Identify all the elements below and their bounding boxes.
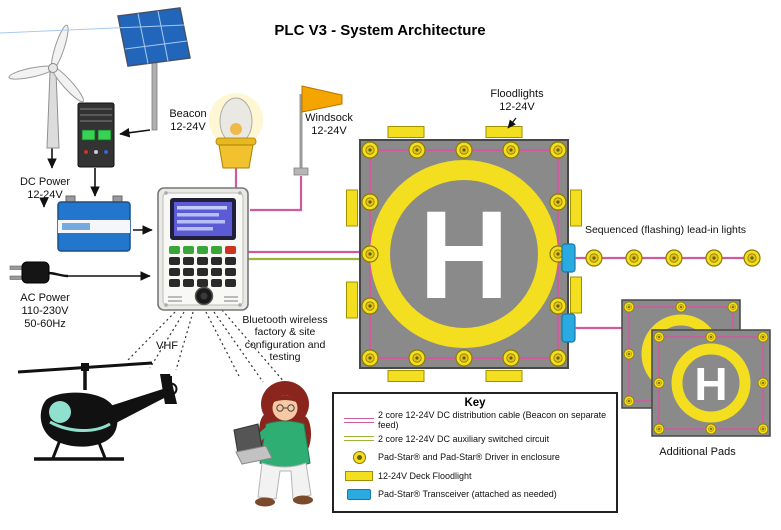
helicopter-illustration [17, 361, 178, 461]
transceiver-2 [561, 313, 576, 343]
floodlights-label: Floodlights 12-24V [490, 88, 544, 113]
deck-floodlight-icon [345, 470, 373, 481]
transceiver-1 [561, 243, 576, 273]
key-row-auxiliary-cable: 2 core 12-24V DC auxiliary switched circ… [340, 430, 610, 449]
key-title: Key [464, 397, 486, 409]
vhf-label: VHF [156, 340, 178, 352]
beacon-label: Beacon 12-24V [169, 108, 207, 133]
key-item-label: 12-24V Deck Floodlight [378, 470, 472, 481]
pad-star-light-icon [352, 450, 366, 464]
battery-illustration [57, 195, 131, 252]
key-row-floodlight: 12-24V Deck Floodlight [340, 467, 610, 486]
page-title: PLC V3 - System Architecture [274, 22, 486, 39]
vhf-dashed-links [125, 311, 194, 371]
wind-turbine-illustration [8, 24, 84, 149]
dc-power-label: DC Power 12-24V [19, 176, 71, 201]
power-flow-arrows [39, 127, 153, 281]
key-item-label: 2 core 12-24V DC auxiliary switched circ… [378, 433, 550, 444]
additional-pads-label: Additional Pads [659, 446, 736, 458]
solar-panel-illustration [0, 7, 191, 131]
helipad-letter: H [419, 186, 509, 325]
distribution-cable-icon [344, 417, 374, 423]
key-item-label: Pad-Star® Transceiver (attached as neede… [378, 489, 557, 500]
windsock-label: Windsock 12-24V [305, 112, 353, 137]
bluetooth-dashed-links [205, 309, 287, 385]
charge-controller-illustration [77, 102, 115, 168]
key-item-label: Pad-Star® and Pad-Star® Driver in enclos… [378, 452, 560, 463]
bluetooth-label: Bluetooth wireless factory & site config… [242, 314, 328, 364]
ac-plug-illustration [9, 261, 50, 284]
helipad-letter-small: H [694, 358, 727, 410]
key-row-distribution-cable: 2 core 12-24V DC distribution cable (Bea… [340, 410, 610, 431]
ac-power-label: AC Power 110-230V 50-60Hz [20, 292, 70, 330]
windsock-illustration [250, 85, 343, 212]
key-row-pad-star: Pad-Star® and Pad-Star® Driver in enclos… [340, 448, 610, 467]
beacon-illustration [209, 93, 263, 188]
auxiliary-cable-icon [344, 436, 374, 442]
plc-to-pad-cables [248, 250, 372, 261]
lead-in-lights-group [575, 249, 761, 267]
additional-pads-group: H H [575, 299, 771, 437]
plc-keypad [169, 246, 236, 287]
helipad-circle [370, 160, 558, 348]
transceiver-icon [347, 488, 371, 500]
helipad-main: H [346, 126, 582, 382]
windsock-cable [250, 176, 303, 212]
plc-controller-illustration [157, 187, 249, 311]
key-item-label: 2 core 12-24V DC distribution cable (Bea… [378, 410, 607, 431]
additional-pad-front: H [651, 329, 771, 437]
key-row-transceiver: Pad-Star® Transceiver (attached as neede… [340, 485, 610, 504]
key-legend: Key 2 core 12-24V DC distribution cable … [332, 392, 618, 513]
engineer-illustration [233, 381, 313, 507]
floodlights-pointer-arrow [507, 117, 517, 129]
lead-in-lights-label: Sequenced (flashing) lead-in lights [584, 224, 747, 236]
